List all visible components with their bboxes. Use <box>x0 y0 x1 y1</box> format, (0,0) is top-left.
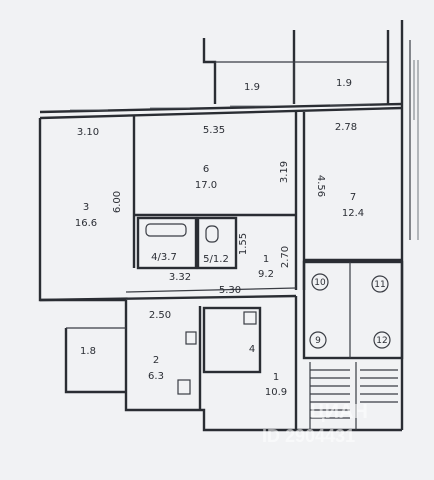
watermark: ЦИАН ID 2904431 <box>262 401 368 446</box>
room-area: 6.3 <box>148 371 164 382</box>
interior-walls <box>39 112 404 430</box>
stair-label: 9 <box>315 336 321 346</box>
stair-marker-circle <box>373 331 391 349</box>
room-dimension: 6.00 <box>112 191 123 213</box>
room-dimension: 2.50 <box>149 310 171 321</box>
balcony-area <box>202 30 390 104</box>
room-dimension: 5.30 <box>219 285 241 296</box>
stair-label: 10 <box>314 278 326 288</box>
room-number: 1 <box>263 254 269 265</box>
toilet-icon <box>205 225 219 243</box>
room-dimension: 4.56 <box>315 175 326 197</box>
bathroom-label: 4/3.7 <box>151 252 177 263</box>
room-dimension: 3.32 <box>169 272 191 283</box>
windows <box>70 104 370 111</box>
bathtub-icon <box>145 223 187 237</box>
room-number: 4 <box>249 344 255 355</box>
boiler-icon <box>243 311 257 325</box>
sink-icon <box>185 331 197 345</box>
staircase <box>309 362 398 430</box>
room-dimension: 3.10 <box>77 127 99 138</box>
room-area: 16.6 <box>75 218 97 229</box>
stove-icon <box>177 379 191 395</box>
room-number: 3 <box>83 202 89 213</box>
watermark-brand: ЦИАН <box>310 401 368 423</box>
room-area: 12.4 <box>342 208 364 219</box>
room-dimension: 1.55 <box>238 233 249 255</box>
wc-label: 5/1.2 <box>203 254 229 265</box>
room-number: 7 <box>350 192 356 203</box>
room-dimension: 3.19 <box>279 161 290 183</box>
room-area: 10.9 <box>265 387 287 398</box>
balcony-dimension: 1.9 <box>336 78 352 89</box>
room-dimension: 5.35 <box>203 125 225 136</box>
left-annex <box>64 327 126 394</box>
stair-marker-circle <box>371 275 389 293</box>
stair-label: 11 <box>374 280 385 290</box>
room-number: 6 <box>203 164 209 175</box>
room-area: 17.0 <box>195 180 217 191</box>
stair-markers: 10 11 9 12 <box>309 273 391 349</box>
room-number: 2 <box>153 355 159 366</box>
stair-marker-circle <box>309 331 327 349</box>
room-dimension: 2.78 <box>335 122 357 133</box>
room-number: 1 <box>273 372 279 383</box>
watermark-id: ID 2904431 <box>262 426 355 446</box>
room-dimension: 2.70 <box>280 246 291 268</box>
room-area: 9.2 <box>258 269 274 280</box>
stair-marker-circle <box>311 273 329 291</box>
annex-dimension: 1.8 <box>80 346 96 357</box>
balcony-dimension: 1.9 <box>244 82 260 93</box>
fixtures <box>145 223 257 395</box>
building-right-edge <box>400 20 419 430</box>
stair-label: 12 <box>376 336 387 346</box>
